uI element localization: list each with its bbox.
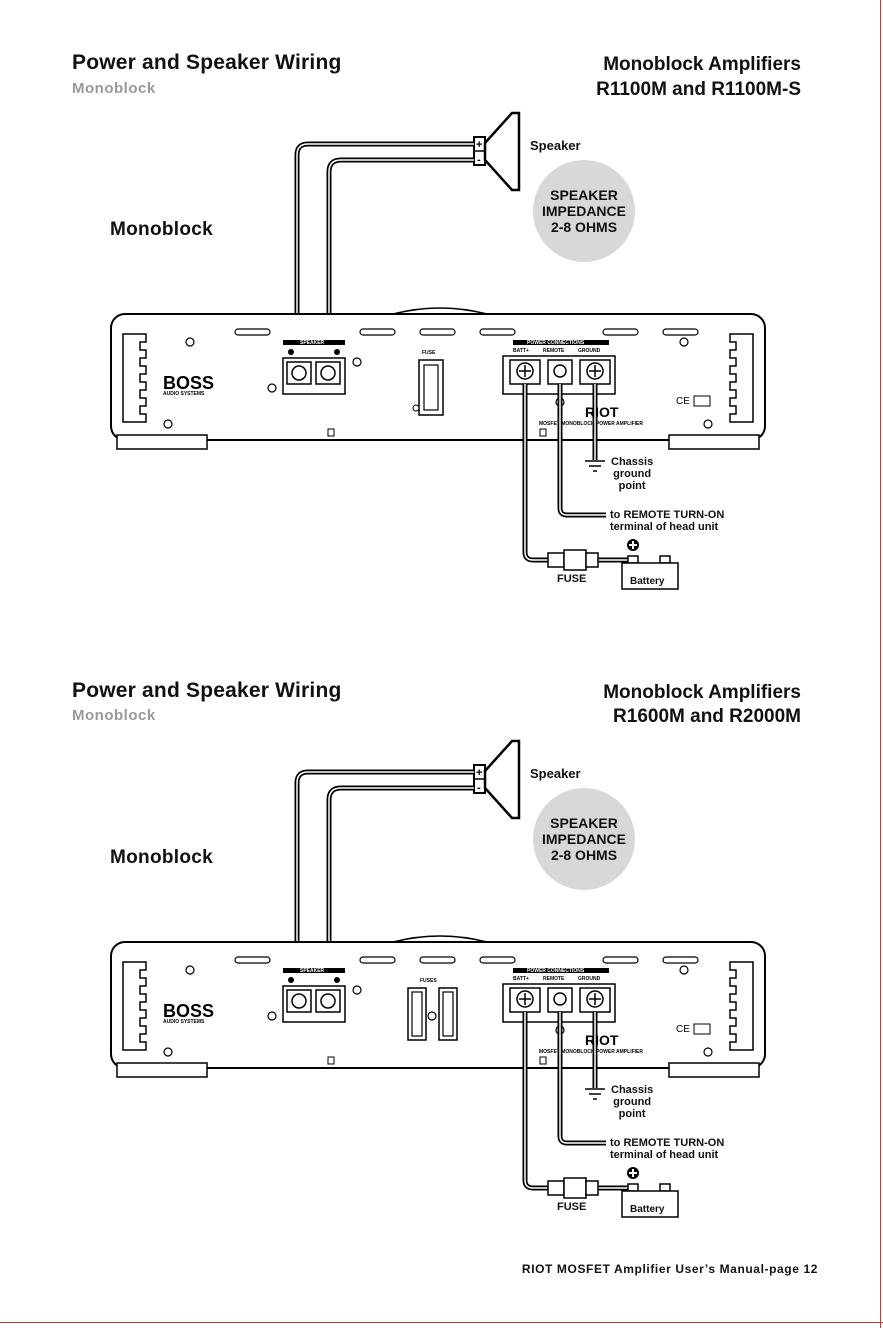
inline-fuse-label: FUSE <box>557 573 587 585</box>
section-title: Power and Speaker Wiring <box>72 51 342 74</box>
chassis-line-3: point <box>618 480 646 492</box>
page-border-bottom <box>0 1322 883 1323</box>
remote-line-2: terminal of head unit <box>610 1149 719 1161</box>
terminal-ground-label: GROUND <box>578 976 601 982</box>
terminal-batt-label: BATT+ <box>513 976 529 982</box>
chassis-line-2: ground <box>613 1096 652 1108</box>
ce-mark: CE <box>676 1024 690 1035</box>
svg-text:+: + <box>476 139 482 151</box>
mode-label: Monoblock <box>110 847 213 868</box>
model-subtitle: MOSFET MONOBLOCK POWER AMPLIFIER <box>539 1049 643 1055</box>
speaker-label: Speaker <box>530 138 581 153</box>
model-logo: RIOT <box>585 1032 619 1048</box>
impedance-badge: SPEAKER IMPEDANCE 2-8 OHMS <box>533 788 635 890</box>
terminal-remote-label: REMOTE <box>543 976 565 982</box>
model-logo: RIOT <box>585 404 619 420</box>
impedance-line-2: IMPEDANCE <box>541 831 626 847</box>
impedance-line-3: 2-8 OHMS <box>550 847 618 863</box>
amplifier-chassis: SPEAKER FUSES POWER CONNECTIONS BATT+ RE… <box>110 935 766 1078</box>
speaker-terminal-label: SPEAKER <box>300 968 325 974</box>
terminal-remote-label: REMOTE <box>543 348 565 354</box>
remote-turn-on-label: to REMOTE TURN-ON terminal of head unit <box>610 1137 724 1161</box>
terminal-ground-label: GROUND <box>578 348 601 354</box>
impedance-badge: SPEAKER IMPEDANCE 2-8 OHMS <box>533 160 635 262</box>
mode-label: Monoblock <box>110 219 213 240</box>
brand-logo: BOSS <box>163 1001 214 1021</box>
model-names: R1100M and R1100M-S <box>596 79 801 100</box>
wiring-diagram: + - <box>0 628 883 1218</box>
section-subtitle: Monoblock <box>72 707 156 724</box>
section-title: Power and Speaker Wiring <box>72 679 342 702</box>
model-family-title: Monoblock Amplifiers <box>603 682 801 703</box>
impedance-line-3: 2-8 OHMS <box>550 219 618 235</box>
inline-fuse-label: FUSE <box>557 1201 587 1213</box>
remote-line-1: to REMOTE TURN-ON <box>610 509 725 521</box>
page-border-right <box>880 0 881 1328</box>
wiring-diagram: + - <box>0 0 883 590</box>
speaker-icon: + - <box>473 111 521 192</box>
model-family-title: Monoblock Amplifiers <box>603 54 801 75</box>
remote-line-1: to REMOTE TURN-ON <box>610 1137 725 1149</box>
power-connections-label: POWER CONNECTIONS <box>527 340 585 346</box>
amplifier-chassis: SPEAKER FUSE POWER CONNECTIONS BATT+ REM… <box>110 307 766 450</box>
brand-logo: BOSS <box>163 373 214 393</box>
wiring-diagram-svg: + - <box>110 111 766 590</box>
battery-icon <box>621 1167 679 1218</box>
speaker-terminal-label: SPEAKER <box>300 340 325 346</box>
brand-subtitle: AUDIO SYSTEMS <box>163 391 205 397</box>
ce-mark: CE <box>676 396 690 407</box>
impedance-line-2: IMPEDANCE <box>541 203 626 219</box>
power-connections-label: POWER CONNECTIONS <box>527 968 585 974</box>
speaker-icon: + - <box>473 739 521 820</box>
remote-line-2: terminal of head unit <box>610 521 719 533</box>
brand-subtitle: AUDIO SYSTEMS <box>163 1019 205 1025</box>
wiring-diagram-svg: + - <box>110 739 766 1218</box>
chassis-line-2: ground <box>613 468 652 480</box>
chassis-line-1: Chassis <box>611 1084 654 1096</box>
page-footer: RIOT MOSFET Amplifier User’s Manual-page… <box>521 1262 818 1276</box>
chassis-ground-label: Chassis ground point <box>611 456 653 492</box>
inline-fuse-icon <box>547 549 599 571</box>
battery-label: Battery <box>630 1204 665 1215</box>
battery-label: Battery <box>630 576 665 587</box>
impedance-line-1: SPEAKER <box>550 187 618 203</box>
section-subtitle: Monoblock <box>72 80 156 97</box>
svg-text:-: - <box>477 154 481 166</box>
impedance-line-1: SPEAKER <box>550 815 618 831</box>
chassis-line-3: point <box>618 1108 646 1120</box>
model-names: R1600M and R2000M <box>613 706 801 727</box>
inline-fuse-icon <box>547 1177 599 1199</box>
model-subtitle: MOSFET MONOBLOCK POWER AMPLIFIER <box>539 421 643 427</box>
svg-text:-: - <box>477 782 481 794</box>
ground-symbol-icon <box>585 460 605 472</box>
battery-icon <box>621 539 679 590</box>
speaker-label: Speaker <box>530 766 581 781</box>
fuse-panel-label: FUSE <box>422 350 436 356</box>
terminal-batt-label: BATT+ <box>513 348 529 354</box>
fuse-panel-label: FUSES <box>420 978 437 984</box>
chassis-line-1: Chassis <box>611 456 654 468</box>
ground-symbol-icon <box>585 1088 605 1100</box>
chassis-ground-label: Chassis ground point <box>611 1084 653 1120</box>
remote-turn-on-label: to REMOTE TURN-ON terminal of head unit <box>610 509 724 533</box>
svg-text:+: + <box>476 767 482 779</box>
